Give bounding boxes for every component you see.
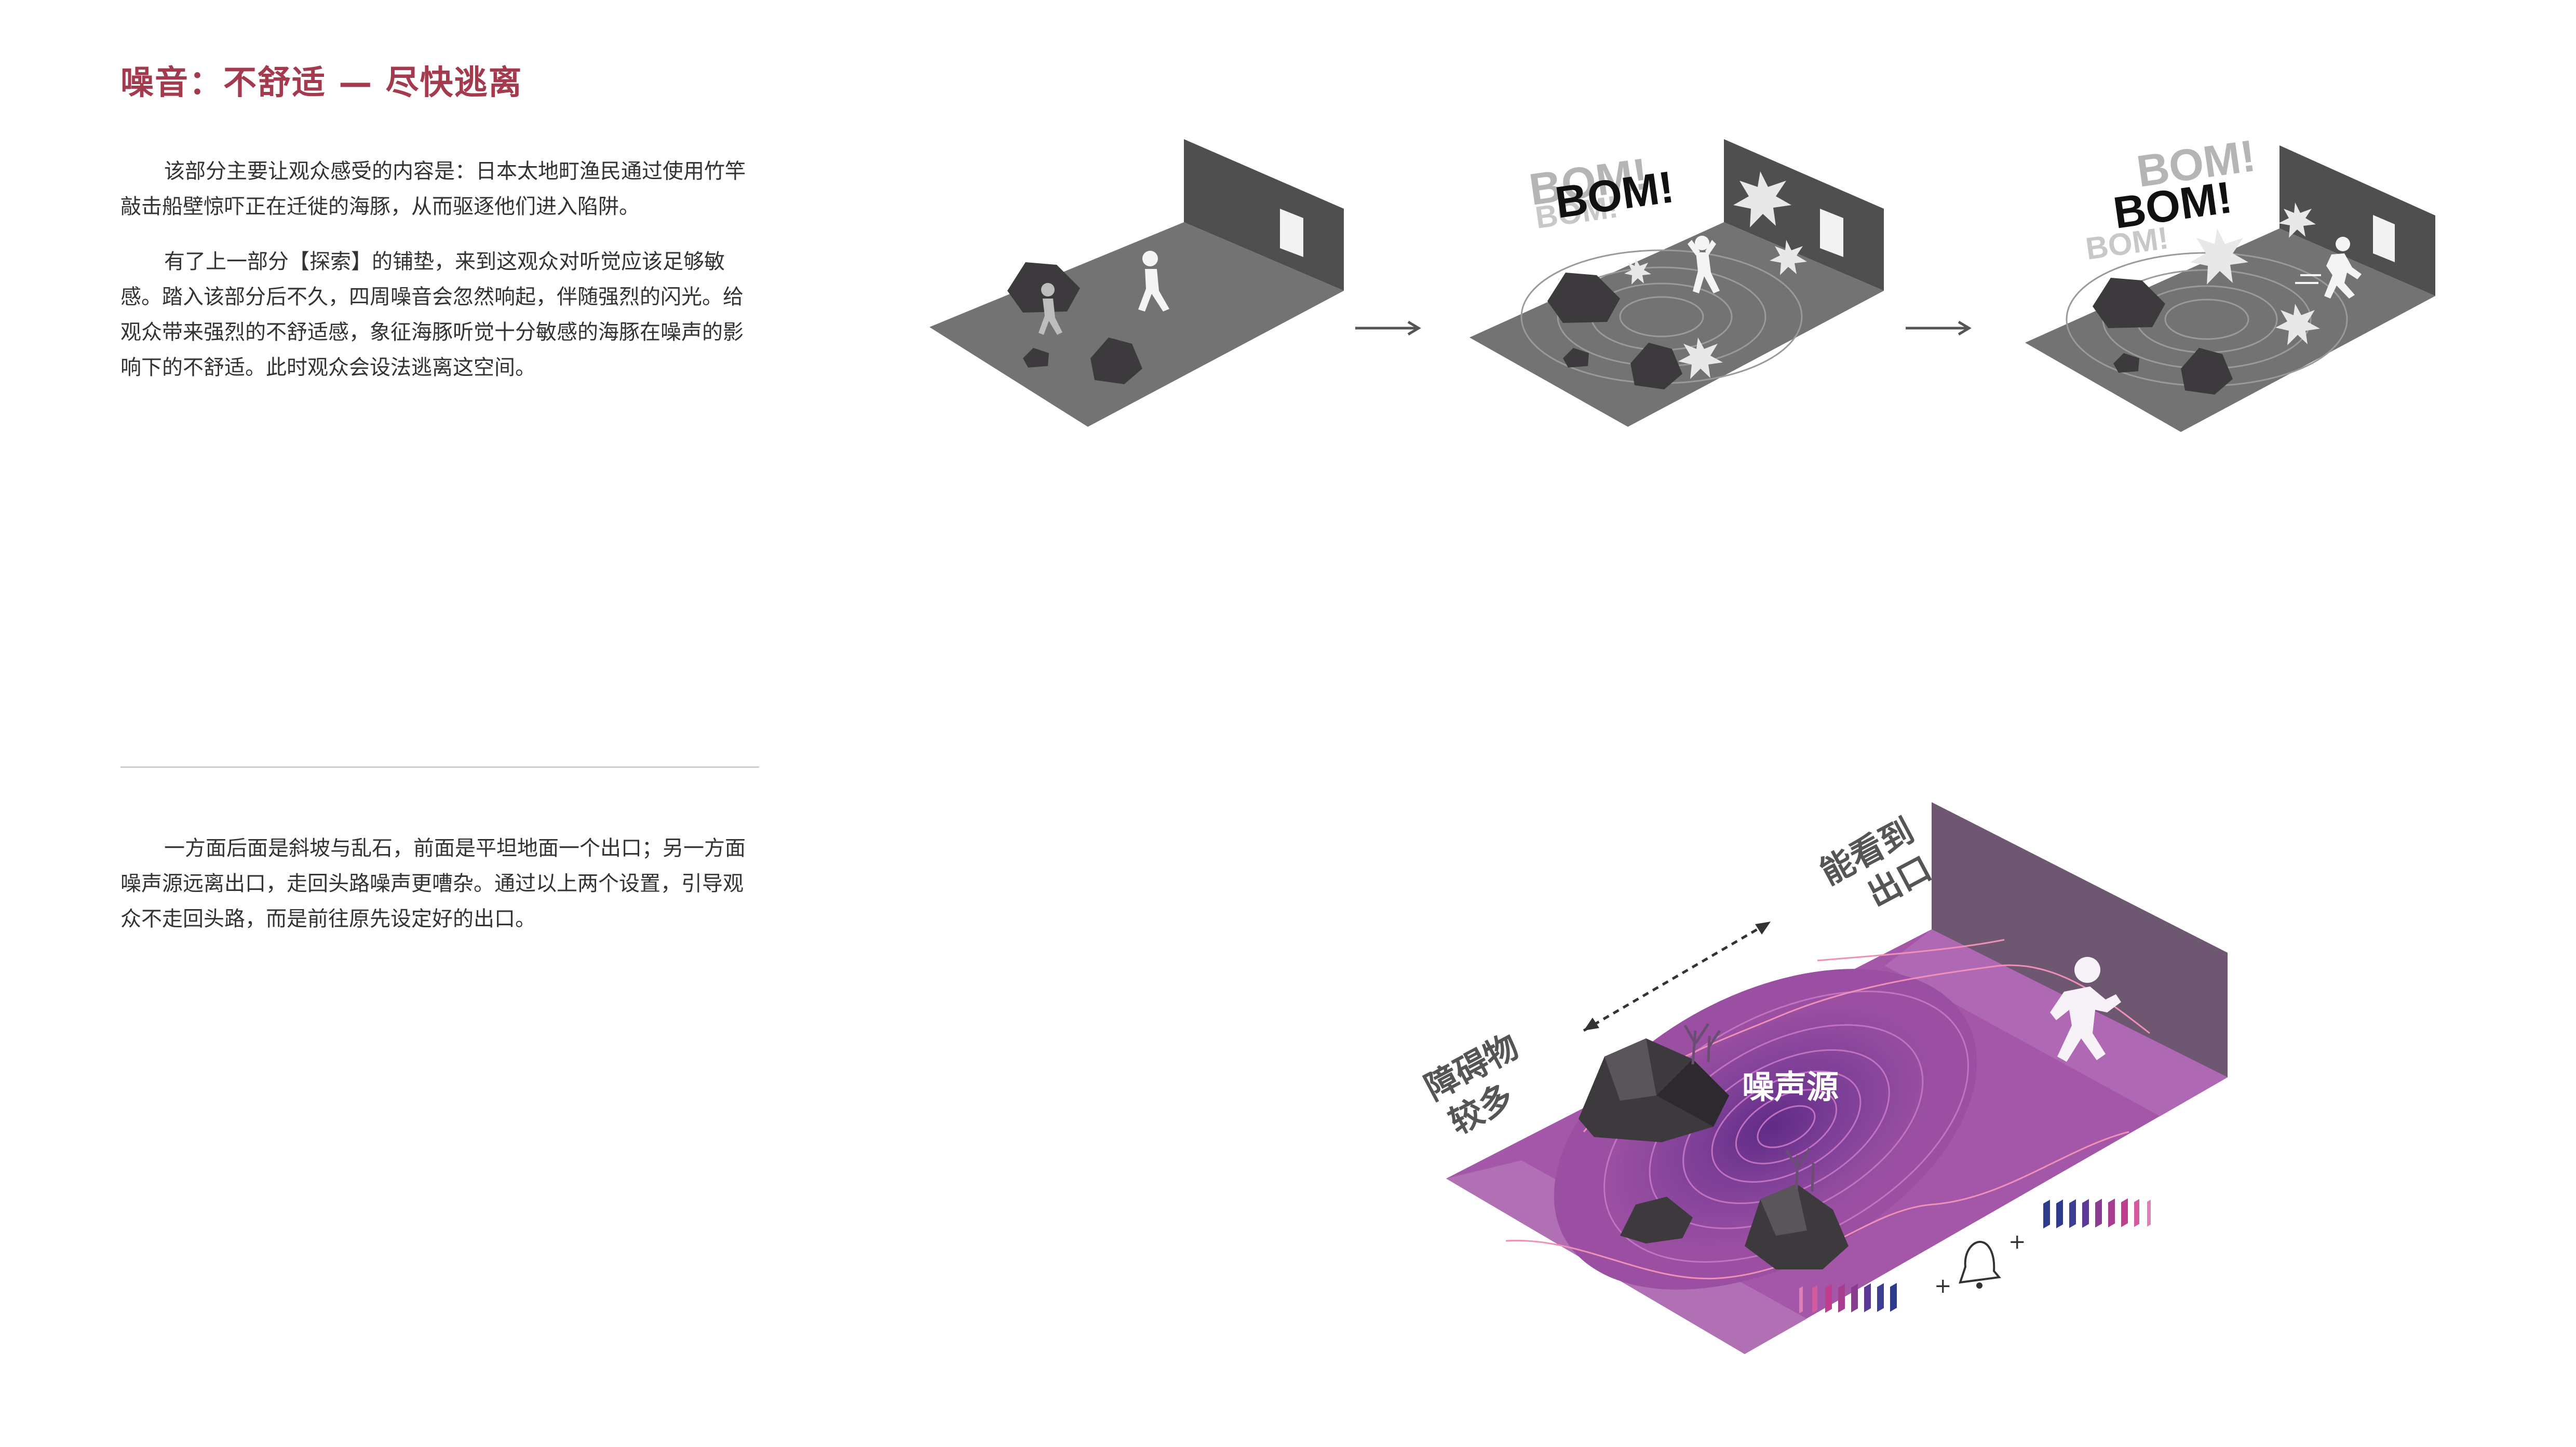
plan-back-wall	[1932, 802, 2228, 1077]
rock-facet	[1656, 1059, 1729, 1127]
rock-cluster	[1579, 1038, 1849, 1269]
intro-paragraph: 该部分主要让观众感受的内容是：日本太地町渔民通过使用竹竿敲击船壁惊吓正在迁徙的海…	[120, 159, 746, 219]
bom-text: BOM!	[2110, 172, 2235, 238]
rock-facet	[1760, 1184, 1807, 1236]
walking-person-icon	[1138, 251, 1169, 312]
flash-burst	[2278, 202, 2316, 238]
noise-layout-plan: + + 噪声源 能看到 出口 障碍物 较多	[1419, 802, 2228, 1354]
rock-cluster	[1007, 262, 1142, 384]
arrow-head	[1584, 1018, 1599, 1031]
flash-burst	[2190, 228, 2248, 285]
flash-bursts	[1624, 171, 1807, 379]
running-person-icon	[2324, 237, 2362, 299]
bell-icon	[1959, 1240, 2001, 1289]
flash-burst	[1678, 337, 1723, 379]
startled-person-icon	[1688, 236, 1720, 293]
running-person-icon	[2050, 957, 2121, 1062]
room-wall	[1724, 139, 1884, 291]
experience-paragraph: 有了上一部分【探索】的铺垫，来到这观众对听觉应该足够敏感。踏入该部分后不久，四周…	[120, 250, 744, 380]
room-stage-2: BOM! BOM! BOM!	[1469, 139, 1884, 427]
arrow-right-icon	[1906, 320, 1972, 336]
plan-floor-edge-light	[1885, 929, 2228, 1116]
room-stage-3: BOM! BOM! BOM!	[2025, 131, 2435, 432]
rock	[2181, 348, 2233, 395]
motion-lines	[2295, 274, 2321, 284]
noise-source-label: 噪声源	[1742, 1068, 1839, 1106]
plus-sign: +	[2008, 1230, 2026, 1254]
exit-door	[2373, 215, 2395, 262]
room-wall	[1184, 139, 1344, 291]
flash-burst	[1770, 240, 1807, 275]
noise-rings	[1603, 990, 1969, 1263]
obstacle-label: 障碍物 较多	[1419, 1027, 1525, 1142]
exit-door	[1280, 209, 1303, 257]
rock	[1630, 343, 1682, 389]
flash-burst	[1624, 259, 1651, 285]
arrow-right-icon	[1355, 320, 1421, 336]
rock	[1547, 273, 1620, 323]
coral-icon	[1683, 1023, 1815, 1192]
rock-cluster	[2093, 278, 2233, 395]
rock	[1620, 1197, 1693, 1243]
intensity-bars-right	[2043, 1198, 2151, 1229]
rock	[1090, 337, 1142, 384]
rock	[1563, 348, 1589, 368]
rock-facet	[1604, 1038, 1656, 1101]
flash-burst	[2275, 304, 2320, 345]
room-floor	[929, 222, 1344, 427]
rock	[1023, 348, 1049, 368]
exit-door	[1820, 209, 1843, 257]
exit-label: 能看到 出口	[1814, 812, 1938, 914]
plus-sign: +	[1934, 1274, 1952, 1298]
layout-paragraph: 一方面后面是斜坡与乱石，前面是平坦地面一个出口；另一方面噪声源远离出口，走回头路…	[120, 836, 746, 931]
rock-cluster	[1547, 273, 1682, 389]
walking-person-icon	[1039, 283, 1062, 335]
intensity-bars-left	[1799, 1282, 1897, 1314]
double-arrow-icon	[1583, 920, 1772, 1032]
flash-bursts	[2190, 202, 2320, 345]
arrow-head	[1755, 922, 1771, 935]
flash-burst	[1733, 171, 1791, 227]
page-title: 噪音：不舒适 — 尽快逃离	[120, 64, 523, 102]
section-divider	[120, 766, 759, 768]
room-wall	[2280, 145, 2435, 296]
rock	[2093, 278, 2165, 328]
rock	[2113, 353, 2139, 373]
room-stage-1	[929, 139, 1344, 427]
